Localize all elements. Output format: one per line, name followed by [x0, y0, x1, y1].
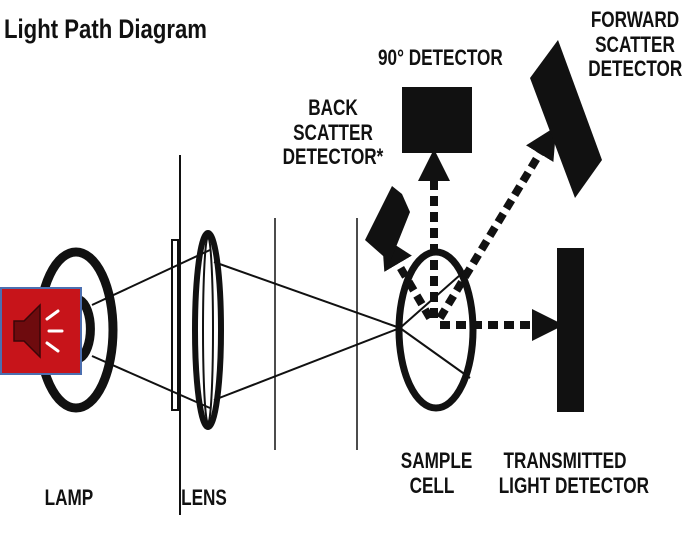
detector-90: [402, 87, 472, 153]
label-sample-cell: SAMPLE CELL: [400, 448, 473, 498]
scatter-paths: [381, 126, 564, 341]
label-line: LIGHT DETECTOR: [498, 472, 650, 498]
label-90-detector: 90° DETECTOR: [378, 45, 503, 70]
label-lens: LENS: [181, 485, 227, 510]
sample-cell: [395, 248, 477, 412]
speaker-icon: [13, 303, 64, 359]
speaker-button[interactable]: [0, 287, 82, 375]
lamp-beam: [91, 249, 211, 409]
forward-scatter-detector: [530, 40, 602, 198]
label-line: SCATTER: [293, 119, 373, 145]
label-line: BACK: [308, 95, 358, 120]
label-line: SAMPLE: [400, 448, 473, 473]
label-line: FORWARD: [590, 7, 680, 32]
path-to-back-detector: [381, 236, 434, 321]
label-transmitted-light-detector: TRANSMITTED LIGHT DETECTOR: [498, 448, 650, 498]
path-to-forward-detector: [436, 126, 557, 321]
label-line: DETECTOR: [588, 56, 683, 82]
aperture-plate: [171, 155, 181, 515]
lens: [192, 230, 224, 430]
label-line: SCATTER: [595, 31, 675, 57]
label-line: DETECTOR*: [282, 144, 384, 170]
transmitted-light-detector: [557, 248, 584, 412]
label-forward-scatter-detector: FORWARD SCATTER DETECTOR: [588, 7, 683, 82]
label-lamp: LAMP: [44, 485, 94, 510]
page-title: Light Path Diagram: [4, 14, 207, 44]
label-line: CELL: [409, 472, 455, 498]
label-back-scatter-detector: BACK SCATTER DETECTOR*: [282, 95, 384, 170]
back-scatter-detector: [365, 186, 410, 262]
slits: [274, 218, 358, 450]
label-line: TRANSMITTED: [503, 448, 627, 473]
converging-beam: [213, 261, 401, 401]
